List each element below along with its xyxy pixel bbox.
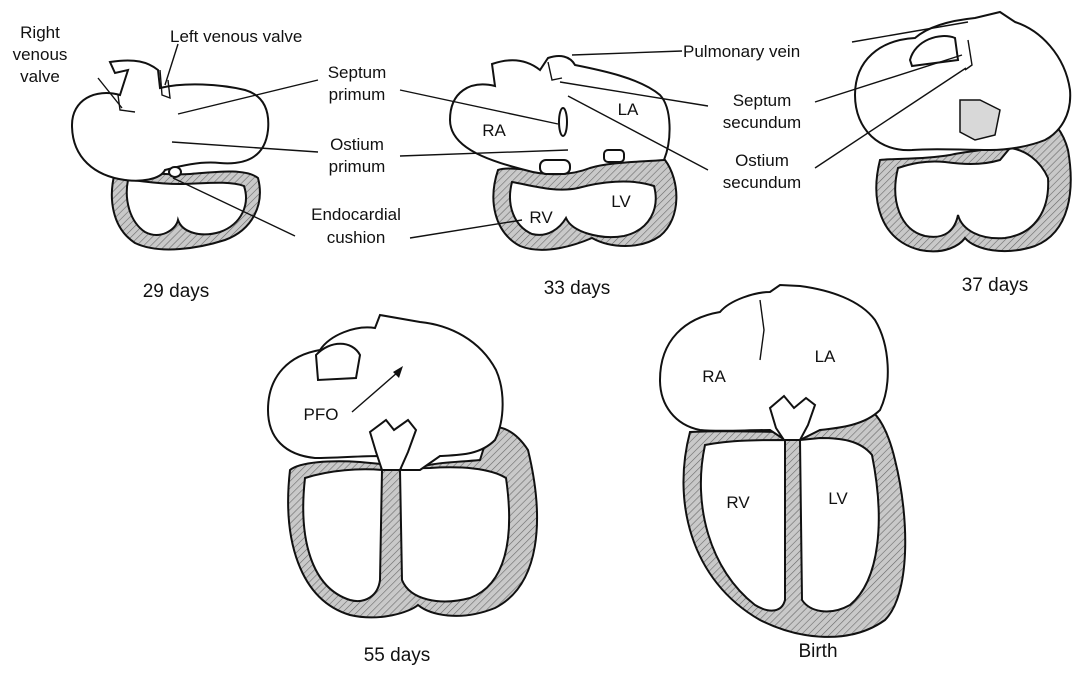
label-septum-secundum-line1: Septum <box>733 91 792 110</box>
heart-37-days <box>815 12 1071 251</box>
label-left-venous-valve: Left venous valve <box>170 27 302 46</box>
label-la-33: LA <box>618 100 639 119</box>
caption-37-days: 37 days <box>962 275 1029 296</box>
label-ostium-primum: Ostium primum <box>329 135 386 176</box>
heart-29-days <box>72 44 318 249</box>
caption-29-days: 29 days <box>143 281 210 302</box>
label-septum-primum: Septum primum <box>328 63 387 104</box>
label-septum-secundum-line2: secundum <box>723 113 801 132</box>
heart-55-days <box>268 315 537 617</box>
label-endocardial-cushion-line2: cushion <box>327 228 386 247</box>
caption-55-days: 55 days <box>364 645 431 666</box>
label-pulmonary-vein: Pulmonary vein <box>683 42 800 61</box>
label-right-venous-valve-line3: valve <box>20 67 60 86</box>
label-ostium-secundum: Ostium secundum <box>723 151 801 192</box>
label-right-venous-valve: Right venous valve <box>13 23 68 86</box>
heart-33-days <box>400 51 708 250</box>
label-right-venous-valve-line2: venous <box>13 45 68 64</box>
label-septum-secundum: Septum secundum <box>723 91 801 132</box>
label-ostium-secundum-line2: secundum <box>723 173 801 192</box>
label-lv-birth: LV <box>828 489 848 508</box>
label-rv-birth: RV <box>726 493 750 512</box>
label-ostium-secundum-line1: Ostium <box>735 151 789 170</box>
caption-33-days: 33 days <box>544 278 611 299</box>
label-ra-birth: RA <box>702 367 726 386</box>
label-la-birth: LA <box>815 347 836 366</box>
label-pfo: PFO <box>304 405 339 424</box>
label-endocardial-cushion: Endocardial cushion <box>311 205 401 247</box>
label-endocardial-cushion-line1: Endocardial <box>311 205 401 224</box>
label-ra-33: RA <box>482 121 506 140</box>
label-right-venous-valve-line1: Right <box>20 23 60 42</box>
label-ostium-primum-line2: primum <box>329 157 386 176</box>
caption-birth: Birth <box>798 641 837 662</box>
label-ostium-primum-line1: Ostium <box>330 135 384 154</box>
label-lv-33: LV <box>611 192 631 211</box>
label-septum-primum-line2: primum <box>329 85 386 104</box>
label-septum-primum-line1: Septum <box>328 63 387 82</box>
heart-birth <box>660 285 905 637</box>
label-rv-33: RV <box>529 208 553 227</box>
